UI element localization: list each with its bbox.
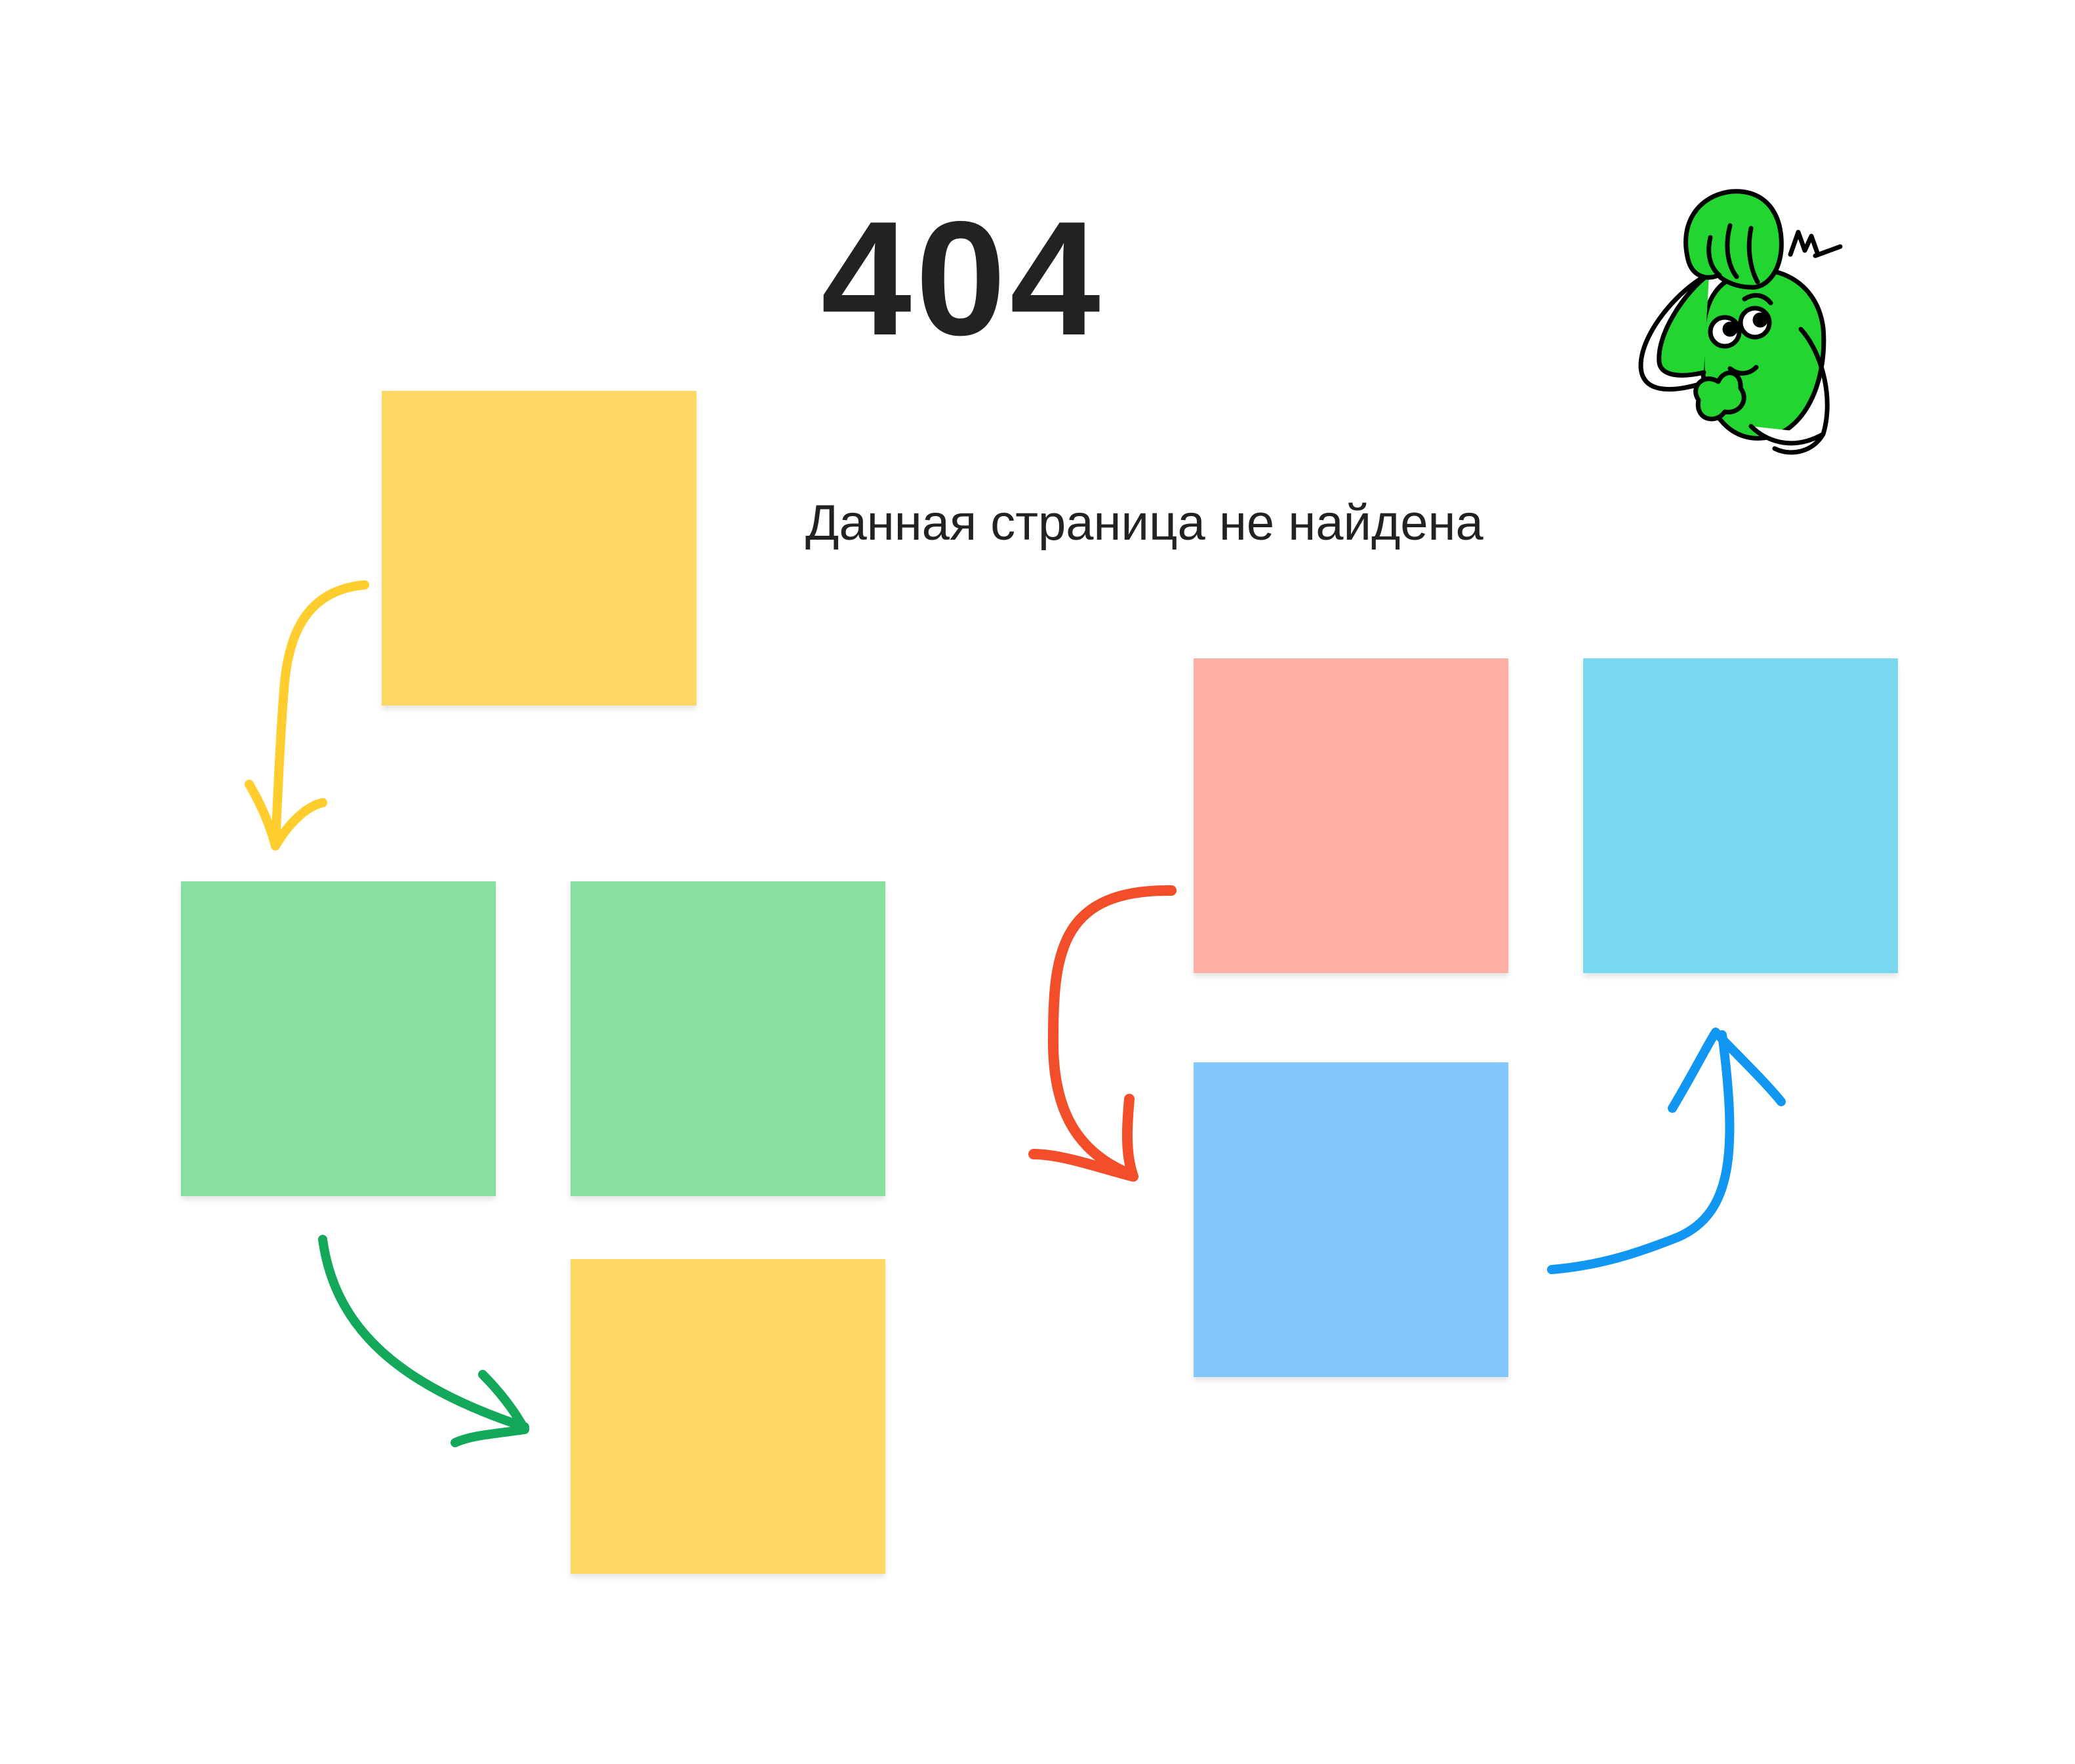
confused-character-icon [1638, 189, 1843, 455]
sticky-note-blue [1194, 1062, 1508, 1377]
sticky-note-yellow-top [382, 391, 696, 706]
error-code: 404 [821, 187, 1104, 369]
sticky-note-green-right [571, 881, 885, 1196]
sticky-note-yellow-bottom [571, 1259, 885, 1574]
sticky-note-pink [1194, 658, 1508, 973]
blue-curved-arrow-icon [1547, 1028, 1786, 1274]
green-curved-arrow-icon [318, 1235, 529, 1447]
yellow-curved-arrow-icon [245, 580, 369, 851]
sticky-note-green-left [181, 881, 496, 1196]
error-message: Данная страница не найдена [805, 495, 1483, 551]
sticky-note-cyan [1583, 658, 1898, 973]
red-curved-arrow-icon [1028, 885, 1177, 1182]
